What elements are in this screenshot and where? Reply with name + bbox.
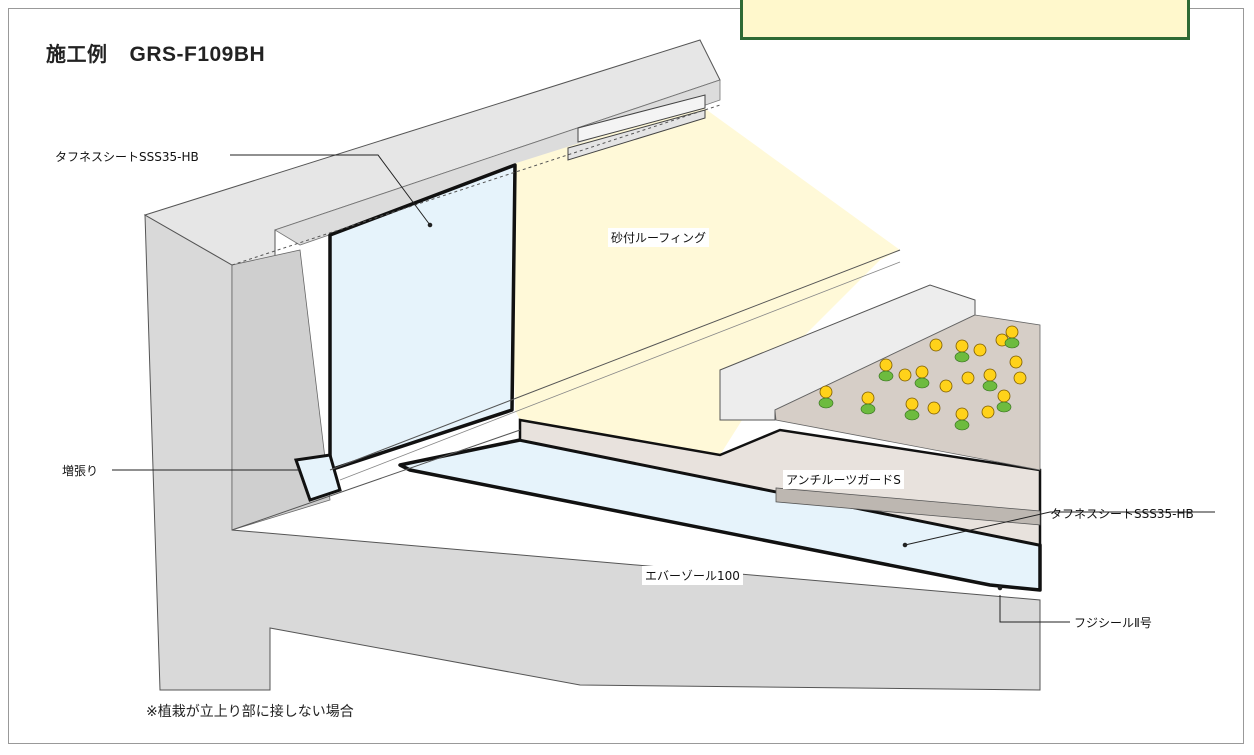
flashing-rail (577, 94, 706, 143)
label-sheet-top: タフネスシートSSS35-HB (55, 150, 199, 164)
wall-base-line (231, 429, 521, 531)
sheet-vertical (328, 163, 517, 472)
soil-surface (774, 314, 1041, 471)
drainage-band (775, 487, 1041, 526)
leaves (818, 337, 1020, 431)
label-sheet-right: タフネスシートSSS35-HB (1050, 507, 1194, 521)
flashing-bar (567, 109, 706, 161)
page-title: 施工例 GRS-F109BH (46, 38, 265, 67)
label-root-guard: アンチルーツガードS (783, 470, 904, 489)
title-prefix: 施工例 (46, 42, 108, 66)
leader-lines (112, 154, 1215, 623)
dashed-line (231, 104, 721, 266)
label-sealant: フジシールⅡ号 (1074, 616, 1152, 630)
label-insulation: エバーゾール100 (642, 566, 743, 585)
title-code: GRS-F109BH (129, 43, 266, 66)
callout-box (740, 0, 1190, 40)
roof-edge-line-2 (339, 261, 901, 481)
footnote: ※植栽が立上り部に接しない場合 (146, 704, 354, 720)
roof-edge-line (329, 249, 901, 471)
sand-roofing (510, 105, 900, 455)
flowers (819, 325, 1027, 421)
label-reinforce: 増張り (62, 464, 99, 478)
reinforcement-strip (293, 453, 342, 502)
label-roofing: 砂付ルーフィング (608, 228, 710, 247)
